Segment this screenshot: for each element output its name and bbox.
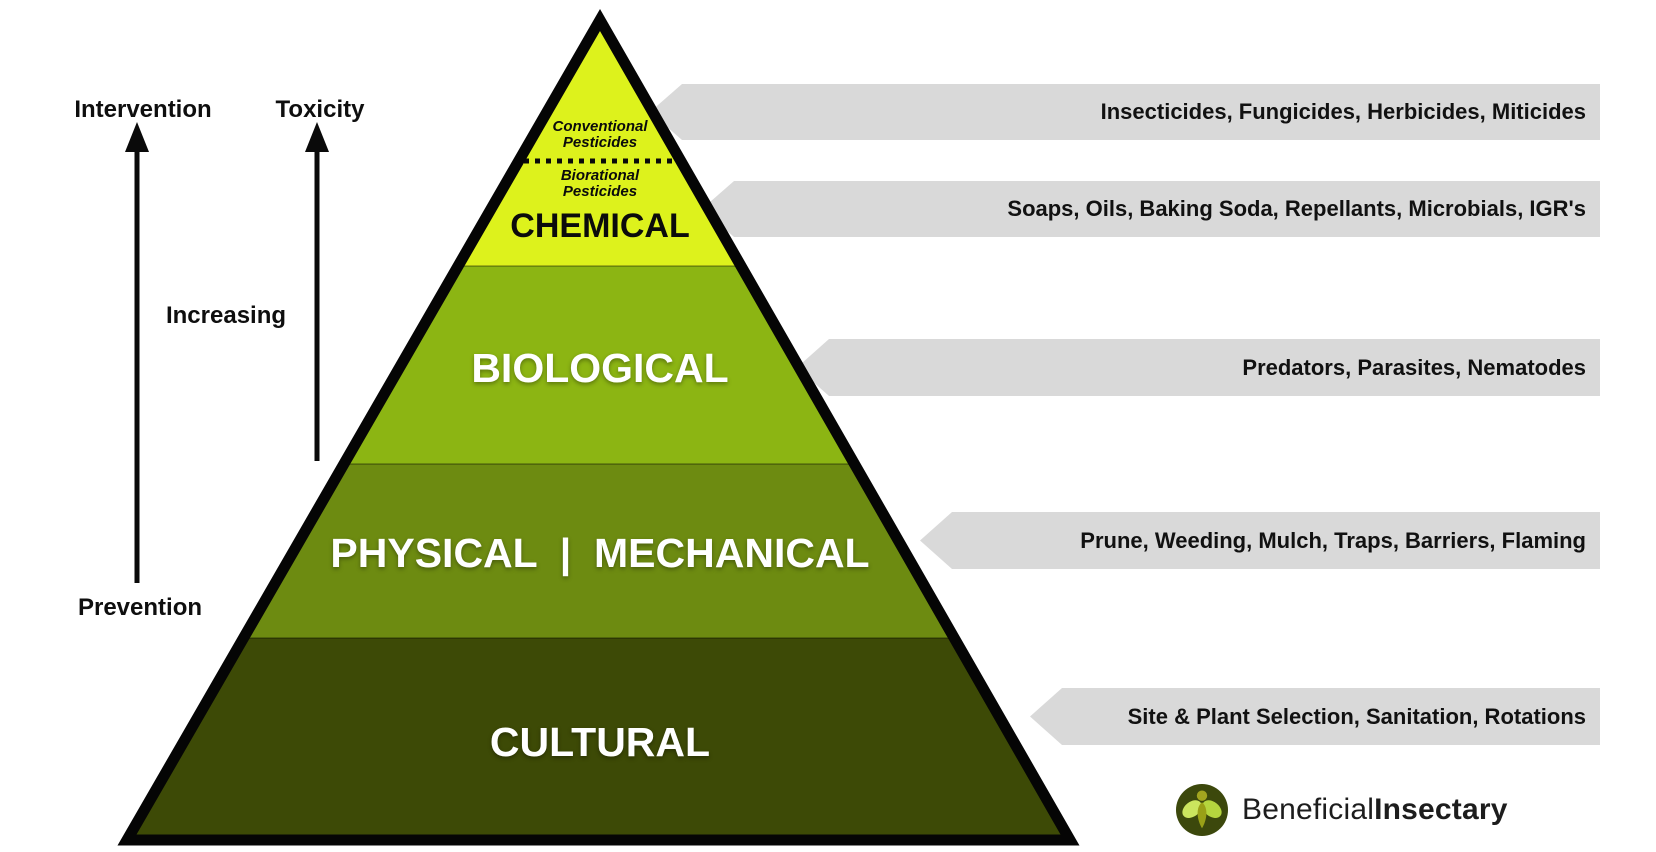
logo-wordmark: BeneficialInsectary xyxy=(1242,793,1508,827)
banner-chemical-biorational-text: Soaps, Oils, Baking Soda, Repellants, Mi… xyxy=(1007,196,1586,221)
banner-biological: Predators, Parasites, Nematodes xyxy=(797,339,1600,396)
firefly-icon xyxy=(1176,784,1228,836)
banner-chemical-conventional: Insecticides, Fungicides, Herbicides, Mi… xyxy=(650,84,1600,140)
prevention-label: Prevention xyxy=(77,594,203,621)
tier-biological-label: BIOLOGICAL xyxy=(471,345,729,391)
toxicity-label: Toxicity xyxy=(275,96,365,123)
beneficial-insectary-logo: BeneficialInsectary xyxy=(1176,784,1508,836)
conventional-pesticides-label: Conventional Pesticides xyxy=(552,118,648,151)
logo-wordmark-bold: Insectary xyxy=(1374,793,1508,826)
banner-chemical-conventional-text: Insecticides, Fungicides, Herbicides, Mi… xyxy=(1100,99,1586,124)
banner-biological-text: Predators, Parasites, Nematodes xyxy=(1242,354,1586,380)
banner-cultural: Site & Plant Selection, Sanitation, Rota… xyxy=(1030,688,1600,745)
banner-chemical-biorational: Soaps, Oils, Baking Soda, Repellants, Mi… xyxy=(702,181,1600,237)
banner-physical: Prune, Weeding, Mulch, Traps, Barriers, … xyxy=(920,512,1600,569)
banner-physical-text: Prune, Weeding, Mulch, Traps, Barriers, … xyxy=(1080,527,1586,553)
tier-chemical-label: CHEMICAL xyxy=(510,207,690,245)
intervention-arrowhead xyxy=(125,122,149,152)
logo-wordmark-regular: Beneficial xyxy=(1242,793,1375,826)
toxicity-arrowhead xyxy=(305,122,329,152)
tier-cultural-label: CULTURAL xyxy=(489,719,711,765)
banner-cultural-text: Site & Plant Selection, Sanitation, Rota… xyxy=(1127,703,1586,729)
increasing-label: Increasing xyxy=(165,302,287,329)
tier-physical-label: PHYSICAL | MECHANICAL xyxy=(330,530,870,576)
intervention-label: Intervention xyxy=(74,96,212,123)
biorational-pesticides-label: Biorational Pesticides xyxy=(560,167,640,200)
